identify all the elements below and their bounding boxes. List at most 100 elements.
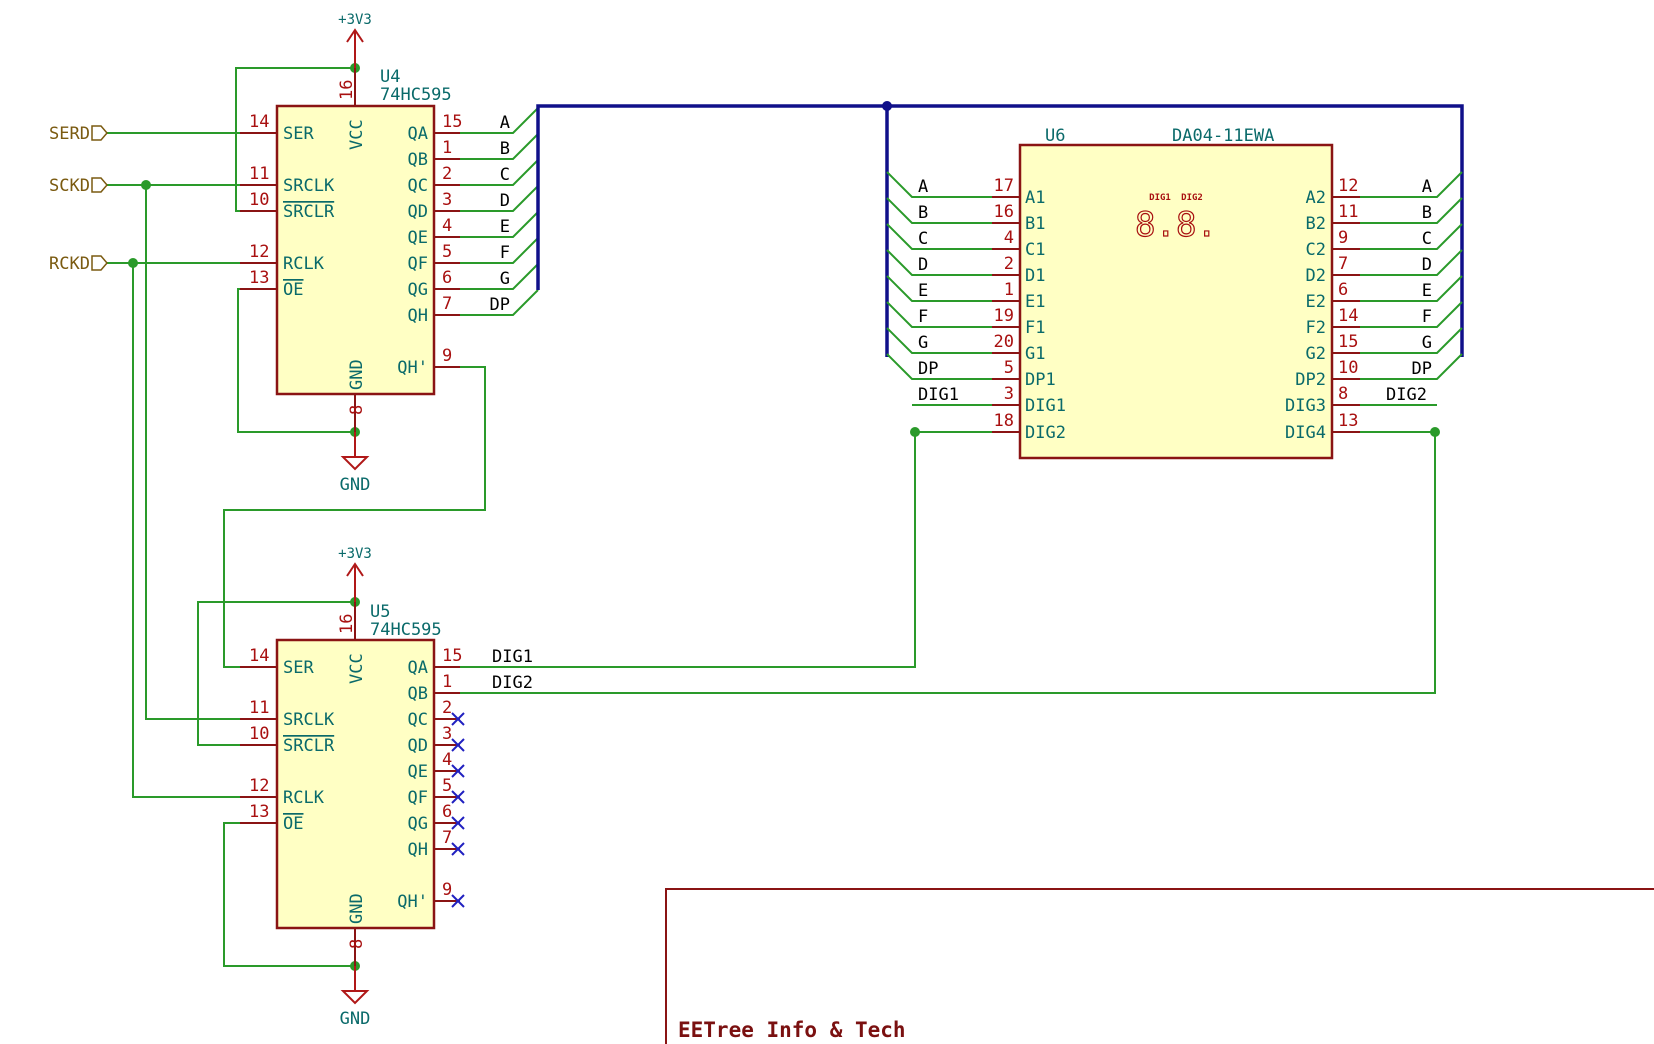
pin-number: 7 <box>442 294 452 314</box>
pin-name: G2 <box>1306 344 1326 364</box>
u5-shift-register[interactable]: U5 74HC595 16 VCC GND 8 14SER11SRCLK10SR… <box>240 602 533 966</box>
net-label: C <box>500 165 510 185</box>
pin-number: 11 <box>249 698 269 718</box>
gnd-label: GND <box>340 475 371 495</box>
net-label: B <box>1422 203 1432 223</box>
pin-number: 19 <box>994 306 1014 326</box>
pin-number: 11 <box>249 164 269 184</box>
pin-number: 12 <box>1338 176 1358 196</box>
pin-number: 3 <box>442 190 452 210</box>
net-label: E <box>1422 281 1432 301</box>
pin-number: 5 <box>442 776 452 796</box>
hlabel-rckd-text: RCKD <box>49 254 90 274</box>
hierarchical-label-serd[interactable]: SERD <box>49 124 108 144</box>
net-label: E <box>918 281 928 301</box>
pin-name: QF <box>408 788 428 808</box>
net-label: F <box>918 307 928 327</box>
segment-bus <box>536 101 1464 357</box>
pin-name: SRCLR <box>283 202 335 222</box>
net-label: A <box>918 177 928 197</box>
bus-junction-dot <box>882 101 892 111</box>
power-gnd-u5: GND <box>340 966 371 1029</box>
power-vcc-u5: +3V3 <box>338 546 372 602</box>
pin-number: 1 <box>1004 280 1014 300</box>
net-label: F <box>1422 307 1432 327</box>
pin-name: DIG1 <box>1025 396 1066 416</box>
u4-wiring <box>107 63 539 798</box>
hlabel-sckd-text: SCKD <box>49 176 90 196</box>
vcc-label: +3V3 <box>338 12 372 28</box>
pin-number: 8 <box>1338 384 1348 404</box>
u5-vcc-name: VCC <box>347 653 367 684</box>
hlabel-serd-text: SERD <box>49 124 90 144</box>
u4-value: 74HC595 <box>380 85 452 105</box>
hierarchical-label-sckd[interactable]: SCKD <box>49 176 108 196</box>
net-label: DP <box>1412 359 1432 379</box>
pin-number: 6 <box>1338 280 1348 300</box>
pin-number: 12 <box>249 776 269 796</box>
pin-name: DP2 <box>1295 370 1326 390</box>
junction-dot <box>128 258 138 268</box>
pin-number: 13 <box>1338 411 1358 431</box>
pin-name: DIG4 <box>1285 423 1326 443</box>
net-label: D <box>918 255 928 275</box>
pin-number: 10 <box>249 724 269 744</box>
pin-number: 5 <box>1004 358 1014 378</box>
pin-number: 12 <box>249 242 269 262</box>
net-label: C <box>1422 229 1432 249</box>
net-label: G <box>918 333 928 353</box>
u4-gnd-name: GND <box>347 359 367 390</box>
pin-number: 13 <box>249 802 269 822</box>
u6-value: DA04-11EWA <box>1172 126 1274 146</box>
no-connect-marker <box>451 894 465 908</box>
net-label: DIG1 <box>492 647 533 667</box>
pin-name: QH' <box>397 892 428 912</box>
pin-number: 13 <box>249 268 269 288</box>
pin-name: QA <box>408 124 428 144</box>
pin-number: 7 <box>1338 254 1348 274</box>
pin-number: 9 <box>442 346 452 366</box>
display-digit-label-2: DIG2 <box>1181 193 1203 203</box>
u4-shift-register[interactable]: U4 74HC595 16 VCC GND 8 14SER11SRCLK10SR… <box>240 67 510 432</box>
net-label: A <box>1422 177 1432 197</box>
junction-dot <box>910 427 920 437</box>
net-label: DP <box>490 295 510 315</box>
u4-ref: U4 <box>380 67 400 87</box>
junction-dot <box>1430 427 1440 437</box>
pin-number: 1 <box>442 138 452 158</box>
pin-number: 5 <box>442 242 452 262</box>
pin-name: QF <box>408 254 428 274</box>
no-connect-marker <box>451 712 465 726</box>
pin-name: QE <box>408 762 428 782</box>
pin-number: 18 <box>994 411 1014 431</box>
pin-name: SER <box>283 124 314 144</box>
net-label: G <box>1422 333 1432 353</box>
gnd-label: GND <box>340 1009 371 1029</box>
title-block: EETree Info & Tech <box>665 888 1654 1044</box>
net-label: DIG2 <box>1386 385 1427 405</box>
pin-name: F2 <box>1306 318 1326 338</box>
net-label: B <box>500 139 510 159</box>
u6-seven-segment-display[interactable]: U6 DA04-11EWA DIG1 DIG2 8.8. 17A1A16B1B4… <box>918 126 1432 460</box>
junction-dot <box>141 180 151 190</box>
pin-number: 17 <box>994 176 1014 196</box>
pin-name: QA <box>408 658 428 678</box>
u5-gnd-num: 8 <box>347 939 367 949</box>
pin-number: 2 <box>442 164 452 184</box>
u4-gnd-num: 8 <box>347 405 367 415</box>
pin-number: 4 <box>442 750 452 770</box>
power-gnd-u4: GND <box>340 432 371 495</box>
pin-name: RCLK <box>283 788 325 808</box>
title-block-company: EETree Info & Tech <box>678 1018 906 1042</box>
pin-number: 10 <box>1338 358 1358 378</box>
pin-name: A2 <box>1306 188 1326 208</box>
pin-number: 14 <box>249 112 269 132</box>
pin-number: 4 <box>1004 228 1014 248</box>
net-label: DIG2 <box>492 673 533 693</box>
u6-right-wiring <box>1332 171 1463 406</box>
pin-name: B1 <box>1025 214 1045 234</box>
display-digits-glyph: 8.8. <box>1135 205 1217 245</box>
hierarchical-label-rckd[interactable]: RCKD <box>49 254 108 274</box>
pin-name: QG <box>408 814 428 834</box>
